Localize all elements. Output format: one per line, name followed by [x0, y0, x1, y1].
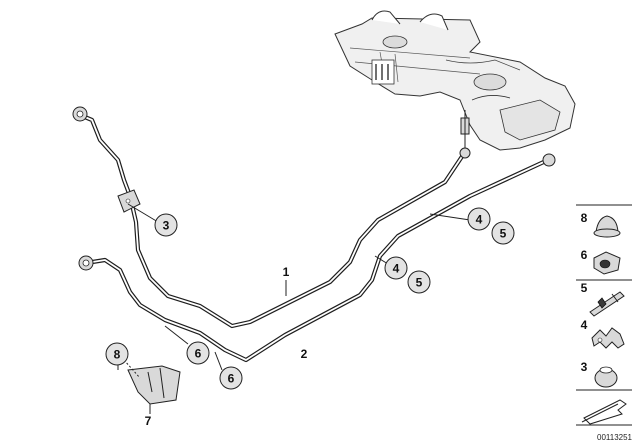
- callout-3-number: 3: [163, 219, 170, 233]
- hose-clamp-icon: [591, 327, 625, 349]
- legend-number-3: 3: [581, 360, 588, 374]
- legend-number-6: 6: [581, 248, 588, 262]
- callout-6-upper-number: 6: [195, 347, 202, 361]
- callout-6-upper-bubble: [186, 341, 210, 365]
- fuel-line-1: [77, 112, 468, 329]
- document-number: 00113251: [597, 433, 633, 442]
- callout-5-upper-number: 5: [500, 227, 507, 241]
- grommet-icon: [593, 215, 621, 238]
- line-1-front-connector: [72, 106, 88, 122]
- callout-4-lower-number: 4: [393, 262, 400, 276]
- callout-4-upper-number: 4: [476, 213, 483, 227]
- callout-8-number: 8: [114, 348, 121, 362]
- pipe-connector-icon: [589, 291, 625, 317]
- legend-number-4: 4: [581, 318, 588, 332]
- label-fuel-line-2: 2: [301, 347, 308, 361]
- fuel-tank-illustration: [334, 10, 576, 151]
- callout-5-lower-bubble: [407, 270, 431, 294]
- callout-6-lower-number: 6: [228, 372, 235, 386]
- line-1-tank-connector: [459, 110, 471, 159]
- fuel-line-2: [83, 157, 551, 363]
- callout-4-lower-bubble: [384, 256, 408, 280]
- legend-number-8: 8: [581, 211, 588, 225]
- callout-5-upper-bubble: [491, 221, 515, 245]
- line-2-tank-connector: [542, 153, 556, 167]
- callout-4-lower[interactable]: 4: [384, 256, 408, 280]
- bracket-7-illustration: [123, 359, 181, 414]
- label-bracket-7: 7: [145, 414, 152, 428]
- callout-3[interactable]: 3: [154, 213, 178, 237]
- mounting-bracket-upper: [117, 189, 141, 213]
- legend-item-6[interactable]: 6: [581, 248, 621, 275]
- callout-5-lower-number: 5: [416, 276, 423, 290]
- callout-8-bubble: [105, 342, 129, 366]
- callout-5-lower[interactable]: 5: [407, 270, 431, 294]
- callout-6-lower-bubble: [219, 366, 243, 390]
- callout-8[interactable]: 8: [105, 342, 129, 366]
- legend-item-4[interactable]: 4: [581, 318, 625, 349]
- legend-item-3[interactable]: 3: [581, 360, 618, 388]
- clip-icon: [593, 251, 621, 275]
- callout-6-lower[interactable]: 6: [219, 366, 243, 390]
- rubber-mount-icon: [594, 366, 618, 388]
- direction-arrow-icon: [581, 399, 627, 425]
- parts-legend: 8 6 5 4: [576, 204, 632, 426]
- callout-4-upper-bubble: [467, 207, 491, 231]
- label-fuel-line-1: 1: [283, 265, 290, 279]
- callout-3-bubble: [154, 213, 178, 237]
- legend-number-5: 5: [581, 281, 588, 295]
- legend-item-8[interactable]: 8: [581, 211, 621, 238]
- line-2-front-connector: [78, 255, 94, 271]
- callout-4-upper[interactable]: 4: [467, 207, 491, 231]
- callout-6-upper[interactable]: 6: [186, 341, 210, 365]
- legend-item-5[interactable]: 5: [581, 281, 625, 317]
- callout-5-upper[interactable]: 5: [491, 221, 515, 245]
